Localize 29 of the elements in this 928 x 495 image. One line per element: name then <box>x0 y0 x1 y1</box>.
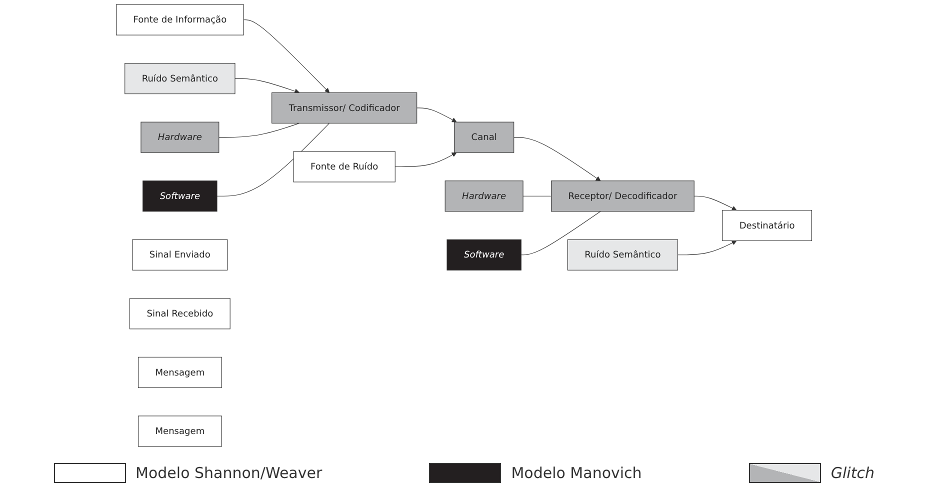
node-box: Canal <box>454 122 514 153</box>
node-box: Receptor/ Decodificador <box>551 180 694 212</box>
connector <box>216 122 330 196</box>
node-box: Ruído Semântico <box>124 63 236 94</box>
node-box: Sinal Enviado <box>132 239 228 270</box>
node-box: Fonte de Ruído <box>293 151 396 182</box>
node-box: Hardware <box>140 122 220 153</box>
arrow <box>694 196 737 210</box>
node-box: Fonte de Informação <box>116 4 244 36</box>
arrow <box>514 137 601 182</box>
arrow <box>416 108 457 122</box>
connector <box>520 211 601 256</box>
node-box: Software <box>446 239 522 270</box>
node-box: Hardware <box>444 180 524 212</box>
node-box: Mensagem <box>138 356 222 388</box>
arrow <box>243 20 330 93</box>
node-box: Ruído Semântico <box>567 239 678 270</box>
node-box: Mensagem <box>138 416 222 447</box>
legend-label: Glitch <box>830 464 874 482</box>
legend-label: Modelo Manovich <box>511 464 642 482</box>
node-box: Destinatário <box>722 210 812 242</box>
arrow <box>234 78 300 94</box>
node-box: Software <box>142 180 218 212</box>
node-box: Sinal Recebido <box>129 298 230 330</box>
arrow <box>678 240 737 256</box>
node-box: Transmissor/ Codificador <box>272 92 418 124</box>
arrow <box>394 152 457 167</box>
connector <box>218 122 300 138</box>
legend-label: Modelo Shannon/Weaver <box>136 464 322 482</box>
